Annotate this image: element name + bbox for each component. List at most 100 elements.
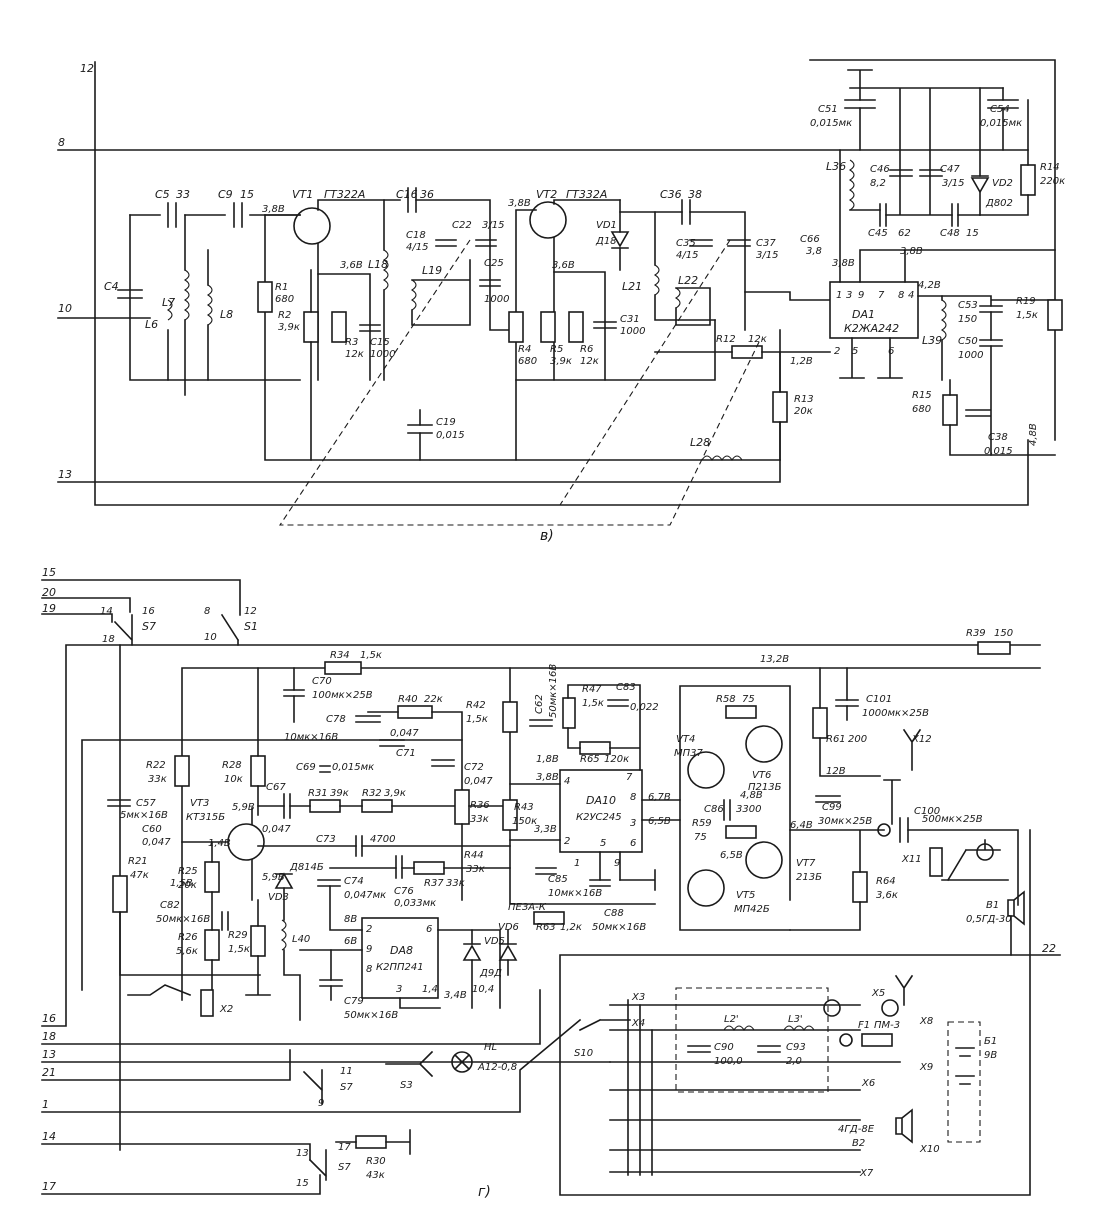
cap-c100 [835,699,859,707]
cap-c93 [757,1045,781,1053]
cap-c50 [979,339,1003,347]
c99-ref: C99 [822,802,842,813]
r40-value: 22к [424,694,443,705]
c86-ref: C86 [704,804,724,815]
da1-pin6: 6 [888,346,894,357]
r2-ref: R2 [278,310,291,321]
switch-s7-a [113,614,134,646]
r32-value: 3,9к [384,788,406,799]
vd3-voltage: 5,9В [262,872,285,883]
cap-c88 [607,699,629,707]
r1-value: 680 [275,294,294,305]
wire-8 [57,99,1029,151]
s7a-pin14: 14 [100,606,113,617]
cap-c15 [359,324,381,332]
vd2-ref: VD2 [992,178,1013,189]
r31-ref: R31 [308,788,328,799]
vt7-ref: VT7 [796,858,816,869]
r19-value: 1,5к [1016,310,1038,321]
terminal-15: 15 [42,566,56,579]
c37-ref: C37 [756,238,776,249]
connector-x11 [929,847,943,877]
c51-ref: C51 [818,104,838,115]
da10-pin4: 4 [564,776,570,787]
cap-c19 [407,424,433,434]
resistor-r47 [562,697,576,729]
r13-ref: R13 [794,394,814,405]
vt2-emitter-voltage: 3,6В [552,260,575,271]
wire-r15 [949,379,1056,456]
resistor-r37 [413,861,445,875]
wire-l40 [283,887,301,1021]
ic-pin2-voltage: 1,2В [790,356,813,367]
x12-label: X12 [911,734,932,745]
r42-ref: R42 [466,700,486,711]
resistor-r5 [540,311,556,343]
vt7-voltage: 6,4В [790,820,813,831]
da10-type: К2УС245 [576,812,622,823]
x11-label: X11 [901,854,922,865]
c38-value: 0,015 [984,446,1013,457]
coil-l8 [206,284,213,326]
b1-ref: В1 [986,900,999,911]
resistor-r63 [533,911,565,925]
c37-value: 3/15 [756,250,778,261]
wire-da1-ground [839,337,903,379]
diode-vd2 [970,175,990,194]
c101-ref: C100 [914,806,940,817]
vt3-ref: VT3 [190,798,209,809]
vd3-type: Д814Б [289,862,324,873]
r43-value: 150к [512,816,537,827]
terminal-1: 1 [42,1098,49,1111]
wire-vt1-emitter [317,273,371,381]
wire-l-connect [167,214,209,396]
battery-value: 9В [984,1050,997,1061]
r64-value: 3,6к [876,890,898,901]
c90-value: 100,0 [714,1056,743,1067]
gang-link-2 [559,239,731,506]
r12-value: 12к [748,334,767,345]
c70-value: 100мк×25В [312,690,373,701]
s7b-pin9: 9 [318,1098,324,1109]
c72-value: 0,047 [464,776,493,787]
c60-ref: C60 [142,824,162,835]
c78-value: 10мк×16В [284,732,338,743]
vt5-type: МП42Б [734,904,770,915]
x10-label: X10 [919,1144,940,1155]
cap-c51 [844,99,876,109]
da1-pin4-voltage: 4,2В [918,280,941,291]
connector-x5-jack [823,999,841,1017]
r28-value: 10к [224,774,243,785]
wire-r21 [119,911,261,976]
da8-v8: 8В [344,914,357,925]
wire-b-1 [41,1018,582,1113]
terminal-12: 12 [80,62,94,75]
r36-value: 33к [470,814,489,825]
c9-label: C9 [218,188,233,201]
r29-ref: R29 [228,930,248,941]
c62-ref: C62 [534,694,545,714]
da10-v18: 1,8В [536,754,559,765]
wire-osc-tank [849,87,1004,216]
resistor-r26 [204,929,220,961]
r25-ref: R25 [178,866,198,877]
coil-l3 [783,1025,815,1032]
rail-12v: 12В [826,766,846,777]
output-voltage: 4,8В [1028,423,1039,446]
c79-ref: C79 [344,996,364,1007]
wire-x2 [127,984,192,997]
l8-label: L8 [220,308,233,321]
c93-ref: C93 [786,1042,806,1053]
wire-c85-ground [619,869,656,891]
cap-c71 [379,739,405,747]
cap-c53 [979,305,1003,313]
resistor-r19 [1047,299,1063,331]
resistor-r43 [502,799,518,831]
c101-value: 500мк×25В [922,814,983,825]
s7b-ref: S7 [340,1082,353,1093]
resistor-r34 [324,661,362,675]
s1-ref: S1 [244,620,258,633]
r14-value: 220к [1040,176,1065,187]
x4-label: X4 [631,1018,645,1029]
wire-b1 [941,879,1012,956]
